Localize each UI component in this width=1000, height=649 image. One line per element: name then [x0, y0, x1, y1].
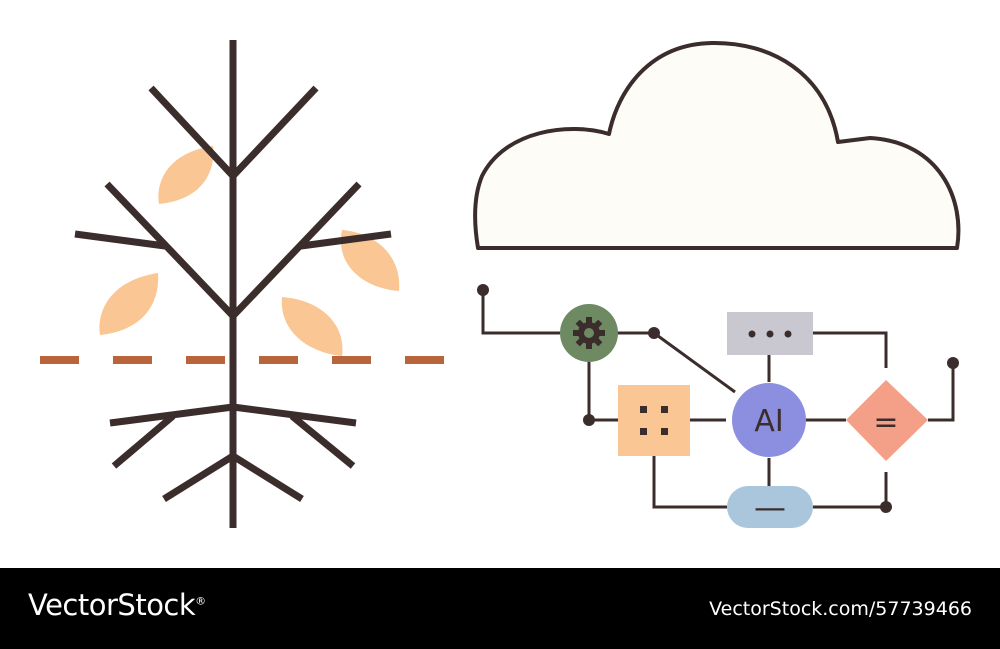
gear-node — [560, 304, 618, 362]
registered-mark: ® — [195, 594, 206, 608]
plant — [74, 40, 400, 528]
ellipsis-icon — [748, 330, 792, 338]
leaf — [158, 146, 214, 204]
grid-node — [618, 385, 690, 456]
ai-node: AI — [732, 383, 806, 457]
roots — [109, 403, 357, 502]
footer-bar: VectorStock® VectorStock.com/57739466 — [0, 568, 1000, 649]
equals-symbol: = — [873, 405, 898, 440]
ellipsis-node — [727, 312, 813, 355]
ai-label: AI — [754, 404, 783, 439]
leaf — [99, 273, 159, 335]
connector-dots — [477, 284, 959, 513]
image-id: VectorStock.com/57739466 — [709, 598, 972, 620]
leaf — [281, 297, 343, 356]
equals-node: = — [846, 380, 928, 461]
network-connectors — [481, 290, 955, 509]
cloud-icon — [473, 40, 961, 250]
leaf — [340, 230, 400, 291]
leaves — [99, 146, 400, 356]
gear-icon — [573, 317, 605, 349]
brand-name: VectorStock — [28, 588, 196, 622]
brand-logo: VectorStock® — [28, 588, 206, 622]
minus-symbol: — — [754, 488, 786, 526]
grid-dots-icon — [640, 406, 668, 435]
illustration: AI = — — [40, 40, 961, 528]
minus-node: — — [727, 486, 813, 528]
branches — [74, 85, 392, 319]
